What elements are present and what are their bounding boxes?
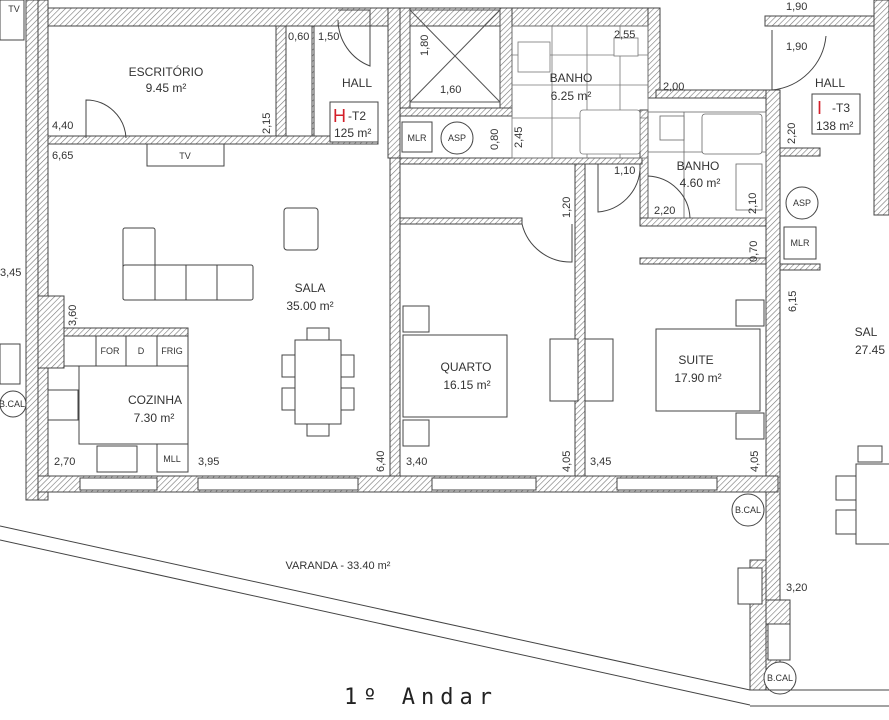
asp-label: ASP: [793, 198, 811, 208]
dim: 2,70: [54, 456, 75, 468]
room-escritorio-name: ESCRITÓRIO: [129, 64, 204, 79]
dimensions: 0,60 1,50 4,40 6,65 2,15 1,80 1,60 0,80 …: [0, 1, 807, 594]
dim: 3,95: [198, 456, 219, 468]
dim: 3,60: [67, 305, 79, 326]
room-banho1-area: 6.25 m²: [551, 89, 592, 103]
bcal-label: B.CAL: [767, 673, 793, 683]
room-banho2-area: 4.60 m²: [680, 176, 721, 190]
unit-area: 125 m²: [334, 126, 371, 140]
asp-label: ASP: [448, 133, 466, 143]
banho1-tiles: [511, 25, 649, 159]
tv-label: TV: [8, 4, 20, 14]
dim: 4,40: [52, 120, 73, 132]
washer-label: MLL: [163, 454, 181, 464]
dim: 2,20: [786, 123, 798, 144]
room-sala-right-area: 27.45: [855, 343, 885, 357]
dim: 4,05: [561, 451, 573, 472]
dim: 0,80: [489, 129, 501, 150]
floor-title: 1º Andar: [344, 685, 498, 710]
dim: 3,45: [590, 456, 611, 468]
mlr-label: MLR: [790, 238, 810, 248]
dim: 1,90: [786, 41, 807, 53]
room-sala-name: SALA: [295, 281, 326, 295]
room-sala-area: 35.00 m²: [286, 299, 333, 313]
unit-area: 138 m²: [816, 119, 853, 133]
room-banho2-name: BANHO: [677, 159, 720, 173]
dim: 6,15: [787, 291, 799, 312]
dim: 4,05: [749, 451, 761, 472]
dim: 6,65: [52, 150, 73, 162]
unit-code: H: [333, 106, 346, 126]
room-labels: ESCRITÓRIO 9.45 m² HALL BANHO 6.25 m² BA…: [128, 64, 885, 572]
room-escritorio-area: 9.45 m²: [146, 81, 187, 95]
room-suite-name: SUITE: [678, 353, 713, 367]
banho2-fixtures: [647, 111, 767, 219]
dim: 2,45: [513, 127, 525, 148]
dim: 2,15: [261, 113, 273, 134]
bcal-label: B.CAL: [735, 505, 761, 515]
room-hall-left: HALL: [342, 76, 372, 90]
dim: 1,60: [440, 84, 461, 96]
unit-code: I: [817, 98, 822, 118]
bcal-label: B.CAL: [0, 399, 25, 409]
shower: [409, 9, 501, 103]
room-quarto-name: QUARTO: [441, 360, 492, 374]
dim: 1,20: [561, 197, 573, 218]
dim: 1,10: [614, 165, 635, 177]
dim: 2,20: [654, 205, 675, 217]
room-banho1-name: BANHO: [550, 71, 593, 85]
dim: 3,40: [406, 456, 427, 468]
dim: 6,40: [375, 451, 387, 472]
oven-label: FOR: [101, 346, 120, 356]
room-suite-area: 17.90 m²: [674, 371, 721, 385]
dim: 1,80: [419, 35, 431, 56]
mlr-label: MLR: [407, 133, 427, 143]
dim: 3,20: [786, 582, 807, 594]
dim: 2,55: [614, 29, 635, 41]
furniture: [0, 0, 889, 695]
unit-badge-i: I -T3 138 m²: [811, 93, 861, 135]
room-varanda: VARANDA - 33.40 m²: [286, 560, 391, 572]
unit-suffix: -T2: [348, 109, 366, 123]
dim: 2,10: [747, 193, 759, 214]
room-hall-right: HALL: [815, 76, 845, 90]
fridge-label: FRIG: [161, 346, 183, 356]
dim: 2,00: [663, 81, 684, 93]
dim: 0,70: [748, 241, 760, 262]
dim: 1,90: [786, 1, 807, 13]
room-cozinha-name: COZINHA: [128, 393, 182, 407]
room-sala-right-name: SAL: [855, 325, 878, 339]
dim: 3,45: [0, 267, 21, 279]
dim: 0,60: [288, 31, 309, 43]
tv-label: TV: [179, 151, 191, 161]
room-quarto-area: 16.15 m²: [443, 378, 490, 392]
dishwasher-label: D: [138, 346, 145, 356]
room-cozinha-area: 7.30 m²: [134, 411, 175, 425]
dim: 1,50: [318, 31, 339, 43]
unit-badge-h: H -T2 125 m²: [329, 101, 379, 143]
windows: [79, 477, 718, 491]
doors: [85, 9, 827, 263]
varanda-edge: [0, 525, 889, 707]
unit-suffix: -T3: [832, 101, 850, 115]
fixture-labels: TV TV MLR ASP ASP MLR FOR D FRIG MLL B.C…: [0, 4, 811, 683]
walls: [25, 0, 889, 691]
